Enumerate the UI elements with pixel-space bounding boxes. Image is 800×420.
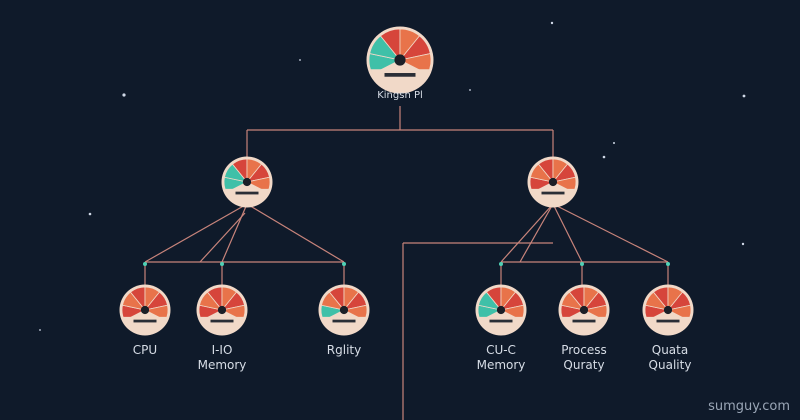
- node-label-line1: Quata: [651, 343, 689, 357]
- gauge-segment: [582, 304, 608, 321]
- root-label: Kingsn Pl: [377, 90, 423, 101]
- watermark: sumguy.com: [708, 399, 790, 414]
- node-label-line2: Quraty: [563, 358, 605, 372]
- gauge-readout-icon: [210, 319, 234, 323]
- node-label-line2: Quality: [648, 358, 692, 372]
- gauge-rglity: [318, 284, 370, 336]
- gauge-hub-icon: [140, 305, 150, 315]
- gauge-right-hub: [527, 156, 579, 208]
- gauge-readout-icon: [332, 319, 356, 323]
- gauge-nodes: [119, 26, 694, 336]
- gauge-left-hub: [221, 156, 273, 208]
- node-label-process-quraty: Process Quraty: [561, 343, 607, 373]
- gauge-segment: [245, 176, 271, 193]
- gauge-io-memory: [196, 284, 248, 336]
- gauge-hub-icon: [663, 305, 673, 315]
- gauge-hub-icon: [339, 305, 349, 315]
- gauge-segment: [398, 53, 432, 75]
- node-label-quata-quality: Quata Quality: [649, 343, 692, 373]
- node-label-line1: CPU: [132, 343, 158, 357]
- star-field: [39, 21, 746, 331]
- gauge-root: [366, 26, 434, 94]
- gauge-segment: [342, 304, 368, 321]
- gauge-hub-icon: [394, 54, 406, 66]
- node-label-line1: Process: [561, 343, 607, 357]
- node-label-line1: I-IO: [211, 343, 233, 357]
- node-label-line2: Memory: [476, 358, 526, 372]
- node-label-io-memory: I-IO Memory: [198, 343, 247, 373]
- gauge-readout-icon: [541, 191, 565, 195]
- gauge-segment: [143, 304, 169, 321]
- gauge-segment: [499, 304, 525, 321]
- gauge-quata-quality: [642, 284, 694, 336]
- gauge-hub-icon: [242, 177, 252, 187]
- gauge-segment: [220, 304, 246, 321]
- node-label-cpu: CPU: [133, 343, 157, 358]
- gauge-hub-icon: [217, 305, 227, 315]
- node-label-line2: Memory: [197, 358, 247, 372]
- gauge-readout-icon: [489, 319, 513, 323]
- gauge-readout-icon: [133, 319, 157, 323]
- gauge-cuc-memory: [475, 284, 527, 336]
- gauge-cpu: [119, 284, 171, 336]
- gauge-readout-icon: [656, 319, 680, 323]
- gauge-readout-icon: [572, 319, 596, 323]
- gauge-process-quraty: [558, 284, 610, 336]
- gauge-segment: [666, 304, 692, 321]
- gauge-hub-icon: [548, 177, 558, 187]
- gauge-hub-icon: [579, 305, 589, 315]
- gauge-hub-icon: [496, 305, 506, 315]
- node-label-line1: CU-C: [486, 343, 516, 357]
- gauge-readout-icon: [384, 73, 416, 77]
- gauge-segment: [551, 176, 577, 193]
- gauge-readout-icon: [235, 191, 259, 195]
- connector-dots: [143, 262, 670, 266]
- node-label-rglity: Rglity: [327, 343, 361, 358]
- node-label-cuc-memory: CU-C Memory: [477, 343, 526, 373]
- node-label-line1: Rglity: [326, 343, 362, 357]
